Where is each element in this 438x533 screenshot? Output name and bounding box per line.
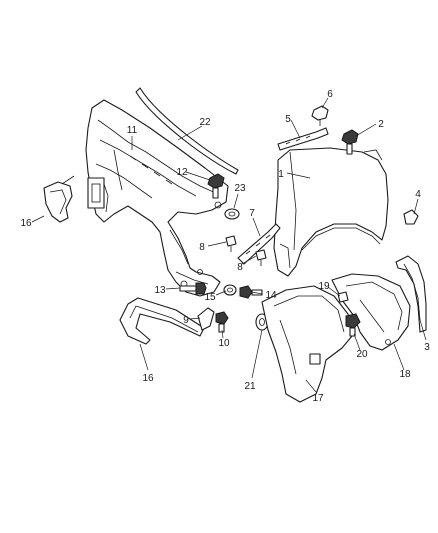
callout-2: 2 bbox=[378, 119, 384, 130]
callout-4: 4 bbox=[415, 189, 421, 200]
callout-5: 5 bbox=[285, 114, 291, 125]
fastener-20 bbox=[345, 313, 361, 337]
clip-6 bbox=[311, 105, 329, 126]
hood-seal bbox=[135, 87, 239, 175]
callout-23: 23 bbox=[234, 183, 246, 194]
callout-12: 12 bbox=[176, 167, 188, 178]
leader-lines bbox=[31, 97, 427, 393]
bolt-2 bbox=[341, 129, 359, 155]
bolt-12 bbox=[207, 173, 225, 199]
callout-14: 14 bbox=[265, 290, 277, 301]
washer-23 bbox=[224, 208, 240, 220]
callout-22: 22 bbox=[199, 117, 211, 128]
nut-15 bbox=[223, 284, 237, 296]
callout-1: 1 bbox=[278, 169, 284, 180]
callout-18: 18 bbox=[399, 369, 411, 380]
callout-15: 15 bbox=[204, 292, 216, 303]
bolt-10 bbox=[215, 311, 229, 333]
callout-8a: 8 bbox=[199, 242, 205, 253]
fastener-8b bbox=[255, 249, 267, 266]
bolt-14 bbox=[239, 285, 263, 299]
lower-fascia-support bbox=[119, 297, 205, 345]
screw-13 bbox=[179, 282, 207, 295]
callout-7: 7 bbox=[249, 208, 255, 219]
front-fender bbox=[273, 147, 389, 277]
bracket-9 bbox=[197, 307, 215, 331]
callout-11: 11 bbox=[127, 125, 138, 136]
fender-rail bbox=[237, 223, 281, 265]
callout-8b: 8 bbox=[237, 262, 243, 273]
fastener-8a bbox=[225, 235, 237, 252]
callout-13: 13 bbox=[154, 285, 166, 296]
callout-19: 19 bbox=[318, 281, 330, 292]
callout-16b: 16 bbox=[142, 373, 154, 384]
callout-labels: 1 2 3 4 5 6 7 8 8 9 10 11 12 13 14 15 16… bbox=[20, 89, 430, 404]
callout-20: 20 bbox=[356, 349, 368, 360]
callout-6: 6 bbox=[327, 89, 333, 100]
clip-19 bbox=[337, 291, 349, 303]
wheelhouse-liner bbox=[261, 285, 353, 403]
callout-3: 3 bbox=[424, 342, 430, 353]
callout-21: 21 bbox=[244, 381, 256, 392]
clip-4 bbox=[403, 209, 419, 225]
callout-9: 9 bbox=[183, 315, 189, 326]
callout-10: 10 bbox=[218, 338, 230, 349]
radiator-support bbox=[85, 99, 229, 297]
callout-16a: 16 bbox=[20, 218, 32, 229]
callout-17: 17 bbox=[312, 393, 324, 404]
upper-bracket bbox=[43, 175, 75, 223]
fender-bracket bbox=[277, 127, 329, 151]
